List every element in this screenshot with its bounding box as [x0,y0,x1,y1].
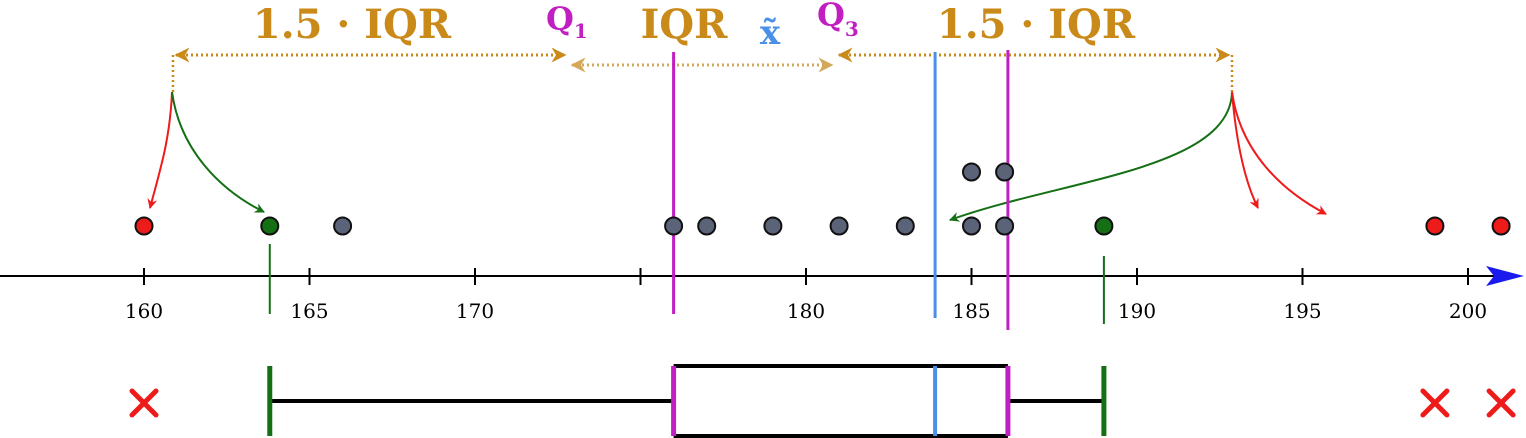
axis-tick-label: 185 [952,299,990,323]
whisker-end-point [260,216,280,236]
q1-letter: Q [546,0,574,38]
data-point [829,216,849,236]
data-point [962,216,981,236]
data-point [895,216,915,236]
outlier-point [1491,216,1511,236]
left-fence-to-whisker-arrow [171,91,265,213]
left-fence-to-outlier-arrow [147,91,173,209]
outlier-cross-icon [129,388,159,418]
axis-tick-label: 200 [1449,299,1487,323]
box-plot [129,364,1516,438]
data-points [134,162,1511,236]
axis-tick-label: 180 [787,299,825,323]
axis-tick-label: 195 [1283,299,1321,323]
axis-tick-label: 160 [125,299,163,323]
left-fence-label: 1.5 · IQR [253,1,452,48]
data-point [995,216,1015,236]
data-point [333,216,353,236]
outlier-point [1425,216,1445,236]
right-fence-to-outlier-arrow-2 [1231,91,1327,215]
axis-tick-label: 170 [456,299,494,323]
q1-label: Q1 [546,0,588,43]
data-point [664,216,684,236]
q3-letter: Q [817,0,845,34]
axis-arrow-head [1486,266,1524,286]
q1-subscript: 1 [574,19,588,43]
axis-tick-label: 165 [290,299,328,323]
outlier-cross-icon [1420,388,1450,418]
data-point [995,162,1015,182]
median-label: x̃ [760,13,781,53]
whisker-end-point [1094,216,1114,236]
q3-subscript: 3 [845,17,859,41]
iqr-label: IQR [641,1,729,48]
right-fence-label: 1.5 · IQR [937,1,1136,48]
outlier-cross-icon [1486,388,1516,418]
axis-tick-label: 190 [1118,299,1156,323]
data-point [697,216,717,236]
right-fence-to-whisker-arrow [949,91,1233,222]
axis-ticks: 160165170180185190195200205 [125,268,1487,323]
data-point [763,216,783,236]
right-fence-to-outlier-arrow-1 [1231,91,1259,209]
q3-label: Q3 [817,0,859,41]
data-point [962,162,981,182]
outlier-point [134,216,154,236]
